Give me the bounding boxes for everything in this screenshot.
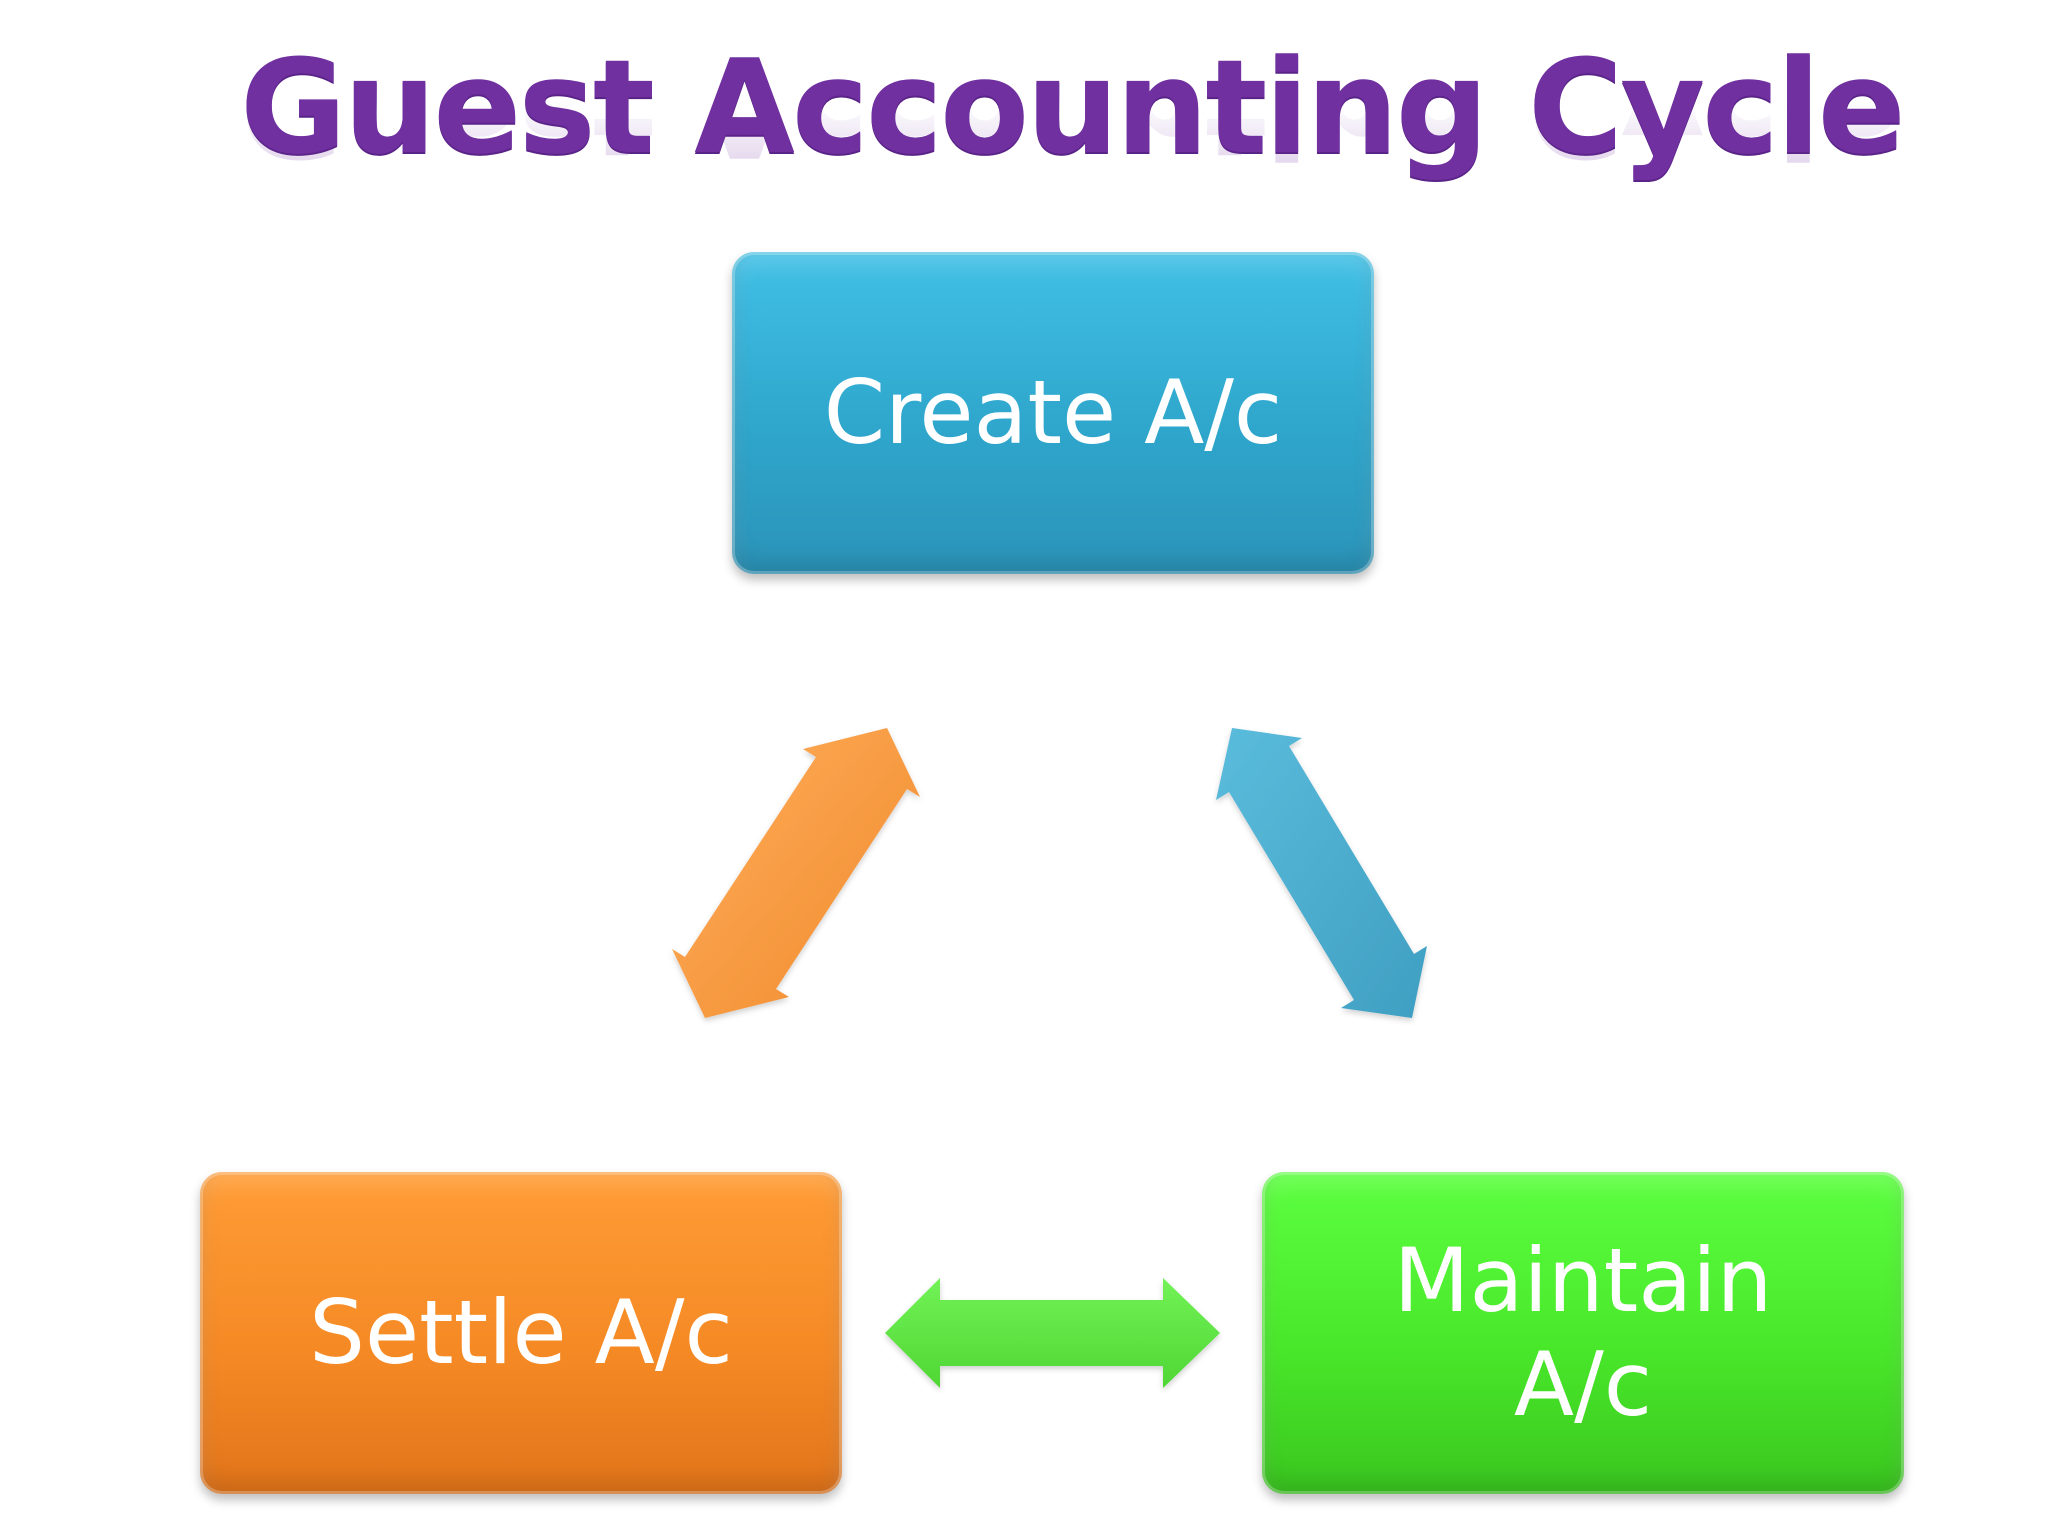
node-settle-account: Settle A/c (200, 1172, 842, 1494)
node-settle-label: Settle A/c (309, 1281, 733, 1385)
node-maintain-account: Maintain A/c (1262, 1172, 1904, 1494)
arrow-create-maintain (1216, 728, 1427, 1018)
node-maintain-label: Maintain A/c (1393, 1229, 1773, 1436)
node-create-account: Create A/c (732, 252, 1374, 574)
diagram-title: Guest Accounting Cycle (240, 31, 1906, 183)
title-area: Guest Accounting Cycle Guest Accounting … (0, 30, 2048, 230)
arrow-maintain-settle (885, 1278, 1220, 1388)
arrow-settle-create (672, 728, 920, 1018)
node-create-label: Create A/c (823, 361, 1283, 465)
